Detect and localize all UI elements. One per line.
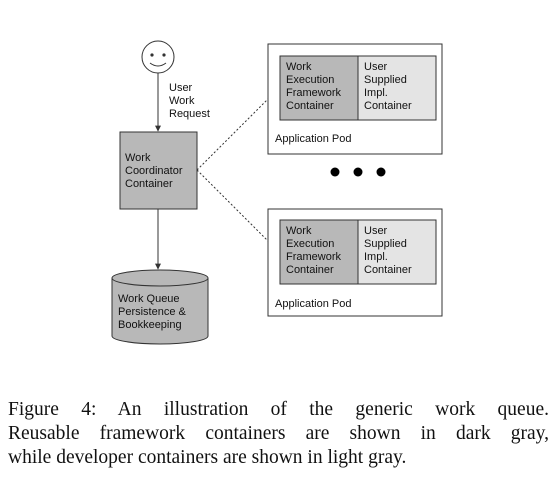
caption-line-1: Figure 4: An illustration of the generic… xyxy=(8,399,549,420)
framework-container-label-1: Work Execution Framework Container xyxy=(286,61,344,112)
figure-caption: Figure 4: An illustration of the generic… xyxy=(8,398,549,470)
application-pod-label-2: Application Pod xyxy=(275,298,351,310)
coordinator-to-pod-2-arrow xyxy=(196,169,280,253)
caption-line-3: while developer containers are shown in … xyxy=(8,447,407,468)
work-queue-label: Work Queue Persistence & Bookkeeping xyxy=(118,293,189,331)
user-request-label: User Work Request xyxy=(169,82,210,120)
caption-line-2: Reusable framework containers are shown … xyxy=(8,423,549,444)
application-pod-1 xyxy=(267,43,443,155)
coordinator-container-label: Work Coordinator Container xyxy=(125,152,186,190)
user-container-box-2 xyxy=(357,219,437,285)
user-container-box-1 xyxy=(357,55,437,121)
work-queue-database xyxy=(111,269,209,345)
ellipsis-dots xyxy=(330,167,386,177)
user-container-label-1: User Supplied Impl. Container xyxy=(364,61,412,112)
application-pod-2 xyxy=(267,208,443,317)
application-pod-label-1: Application Pod xyxy=(275,133,351,145)
work-queue-diagram: User Work Request Work Coordinator Conta… xyxy=(111,40,443,345)
framework-container-box-2 xyxy=(279,219,359,285)
framework-container-label-2: Work Execution Framework Container xyxy=(286,225,344,276)
user-smiley-icon xyxy=(141,40,175,74)
framework-container-box-1 xyxy=(279,55,359,121)
user-container-label-2: User Supplied Impl. Container xyxy=(364,225,412,276)
coordinator-to-pod-1-arrow xyxy=(196,87,280,171)
